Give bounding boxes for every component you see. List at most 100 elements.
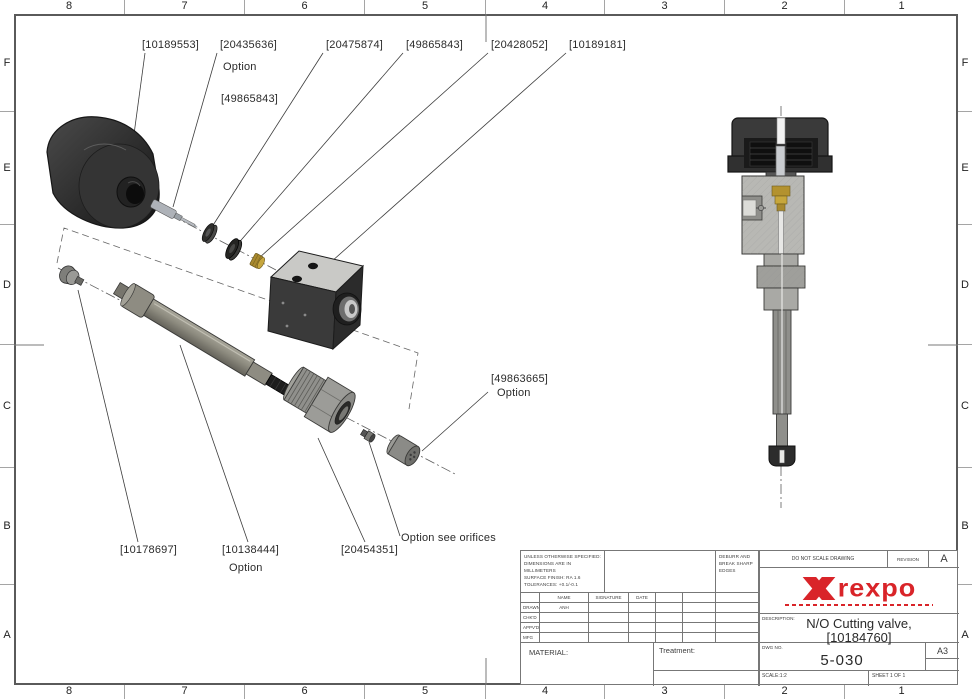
title-block: UNLESS OTHERWISE SPECIFIED: DIMENSIONS A… (520, 550, 959, 686)
table-cell (683, 633, 716, 643)
title-block-divider (759, 551, 760, 686)
grid-ref-top-6: 6 (245, 0, 365, 14)
spec-note-cell: UNLESS OTHERWISE SPECIFIED: DIMENSIONS A… (521, 551, 605, 593)
table-cell (540, 613, 589, 623)
table-cell (683, 613, 716, 623)
part-label-gland-nut: [20428052] (491, 39, 549, 51)
table-cell (629, 633, 656, 643)
description-cell: DESCRIPTION: N/O Cutting valve, [1018476… (759, 614, 959, 646)
gland-nut-part (249, 253, 265, 270)
table-cell (589, 633, 629, 643)
table-cell (540, 623, 589, 633)
option-boundary-dashed (56, 227, 419, 410)
empty-cell (605, 551, 716, 593)
table-cell (589, 623, 629, 633)
table-cell (683, 593, 716, 603)
table-cell (683, 623, 716, 633)
grid-ref-left-F: F (0, 14, 14, 112)
table-cell (589, 603, 629, 613)
spec-note-line4: TOLERANCES: +0.1/-0.1 (524, 582, 578, 588)
table-cell (656, 603, 683, 613)
fitting-part (283, 366, 356, 433)
grid-ref-top-4: 4 (486, 0, 605, 14)
revision-value-cell: A (929, 551, 959, 568)
sheet-cell: SHEET 1 OF 1 (872, 673, 906, 679)
part-label-pin-alt: [49865843] (221, 93, 279, 105)
grid-ref-right-D: D (958, 225, 972, 345)
deburr-line1: DEBURR AND (719, 554, 751, 559)
col-date-header: DATE (629, 593, 656, 603)
part-label-fitting: [20454351] (341, 544, 399, 556)
part-label-knob: [10189553] (142, 39, 200, 51)
dwg-no-value: 5-030 (820, 652, 864, 669)
empty-cell (926, 659, 959, 671)
description-line1: N/O Cutting valve, (806, 616, 912, 631)
table-cell (656, 593, 683, 603)
logo-cell: rexpo (759, 568, 959, 614)
deburr-line3: EDGES (719, 568, 736, 574)
grid-ref-top-7: 7 (125, 0, 245, 14)
grid-ref-right-E: E (958, 112, 972, 225)
do-not-scale-cell: DO NOT SCALE DRAWING (759, 551, 888, 568)
description-line2: [10184760] (826, 630, 892, 646)
table-cell (716, 593, 759, 603)
grid-ref-bot-7: 7 (125, 685, 245, 699)
valve-body-part (267, 250, 365, 351)
row-drawn-name: ANH (540, 603, 589, 613)
table-cell (716, 623, 759, 633)
orifice-part (360, 429, 376, 443)
deburr-note-cell: DEBURR AND BREAK SHARP EDGES (716, 551, 759, 593)
table-cell (656, 613, 683, 623)
table-cell (589, 613, 629, 623)
grid-ref-left-C: C (0, 345, 14, 468)
part-label-orifice-note: Option see orifices (401, 532, 496, 544)
empty-cell (654, 671, 759, 686)
grid-ref-right-B: B (958, 468, 972, 585)
table-cell (521, 593, 540, 603)
part-label-stem-option: Option (229, 562, 263, 574)
washer-part (201, 223, 218, 244)
grid-ref-bot-8: 8 (14, 685, 125, 699)
col-name-header: NAME (540, 593, 589, 603)
row-appvd-label: APPV'D (521, 623, 540, 633)
part-label-cap-option: Option (497, 387, 531, 399)
table-cell (656, 623, 683, 633)
table-cell (656, 633, 683, 643)
grid-ref-right-A: A (961, 629, 969, 641)
table-cell (683, 603, 716, 613)
table-cell (716, 613, 759, 623)
logo-tagline (785, 603, 933, 607)
revision-label-cell: REVISION (888, 551, 929, 568)
rexpo-logo-text: rexpo (837, 573, 917, 602)
grid-ref-left-D: D (0, 225, 14, 345)
leader-lines (77, 52, 567, 543)
table-cell (540, 633, 589, 643)
grid-ref-left-B: B (0, 468, 14, 585)
part-label-valve-body: [10189181] (569, 39, 627, 51)
part-label-washer: [20475874] (326, 39, 384, 51)
seal-part (225, 238, 243, 261)
dwg-no-cell: DWG NO. 5-030 (759, 643, 926, 671)
scale-cell: SCALE:1:2 (759, 671, 869, 686)
grid-ref-bot-2: 2 (725, 685, 845, 699)
grid-ref-top-3: 3 (605, 0, 725, 14)
row-mfg-label: MFG (521, 633, 540, 643)
center-ticks (14, 14, 958, 685)
table-cell (629, 603, 656, 613)
part-label-cap: [49863665] (491, 373, 549, 385)
table-cell (629, 623, 656, 633)
grid-ref-top-2: 2 (725, 0, 845, 14)
grid-ref-bot-6: 6 (245, 685, 365, 699)
deburr-line2: BREAK SHARP (719, 561, 753, 567)
grid-ref-top-1: 1 (898, 0, 905, 12)
grid-ref-bot-4: 4 (486, 685, 605, 699)
part-label-pin: [20435636] (220, 39, 278, 51)
stem-rod-part (112, 281, 293, 397)
grid-ref-left-A: A (3, 629, 11, 641)
spec-note-line2: DIMENSIONS ARE IN MILLIMETERS (524, 561, 572, 574)
col-signature-header: SIGNATURE (589, 593, 629, 603)
pin-part (150, 199, 198, 228)
part-label-stem: [10138444] (222, 544, 280, 556)
plug-part (59, 265, 85, 286)
